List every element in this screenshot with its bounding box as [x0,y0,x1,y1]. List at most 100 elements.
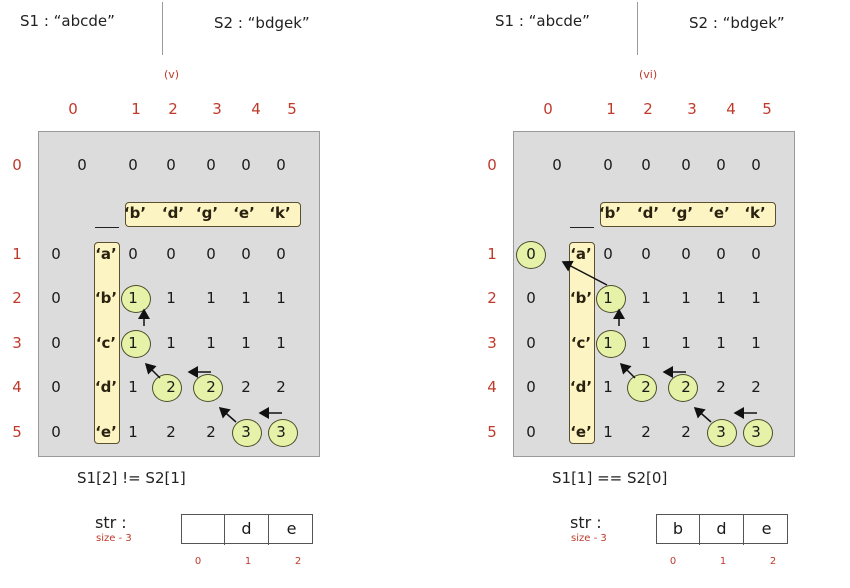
cell-value: 1 [641,289,651,307]
cell-value: 0 [276,245,286,263]
traceback-arrow [693,407,712,423]
cell-value: 0 [51,378,61,396]
row-index: 1 [487,245,497,263]
highlight-circle [596,330,626,358]
cell-value: 2 [241,378,251,396]
cell-value: 1 [128,423,138,441]
cell-value: 1 [241,289,251,307]
cell-value: 0 [51,289,61,307]
str-label: str : [570,513,602,532]
cell-value: 2 [641,378,651,396]
column-index: 1 [606,100,616,118]
s1-char: ‘a’ [570,245,592,263]
str-cell [182,515,225,545]
cell-value: 1 [166,289,176,307]
highlight-circle [193,374,223,402]
dp-matrix [513,131,795,457]
cell-value: 0 [641,245,651,263]
str-index: 1 [719,556,727,567]
cell-value: 2 [681,378,691,396]
s1-char: ‘e’ [95,423,117,441]
cell-value: 1 [751,289,761,307]
cell-value: 0 [526,423,536,441]
cell-value: 0 [51,334,61,352]
s1-char: ‘c’ [95,334,117,352]
cell-value: 2 [206,423,216,441]
cell-value: 1 [128,378,138,396]
traceback-arrow [619,362,636,379]
cell-value: 3 [241,423,251,441]
cell-value: 0 [751,245,761,263]
cell-value: 0 [751,156,761,174]
s2-char: ‘e’ [233,204,255,222]
cell-value: 0 [526,289,536,307]
s2-char: ‘k’ [269,204,291,222]
s2-char-box [600,202,776,227]
highlight-circle [121,285,151,313]
s1-char: ‘e’ [570,423,592,441]
cell-value: 0 [603,245,613,263]
header-divider [637,2,638,55]
cell-value: 0 [526,245,536,263]
column-index: 3 [687,100,697,118]
cell-value: 1 [681,334,691,352]
s1-label: S1 : “abcde” [20,12,115,30]
highlight-circle [668,374,698,402]
str-label: str : [95,513,127,532]
cell-value: 1 [681,289,691,307]
header-divider [162,2,163,55]
highlight-circle [268,419,298,447]
cell-value: 3 [716,423,726,441]
cell-value: 2 [166,423,176,441]
s1-char: ‘b’ [94,289,118,307]
cell-value: 1 [206,289,216,307]
cell-value: 0 [51,245,61,263]
row-index: 0 [12,156,22,174]
traceback-arrow [144,362,161,379]
column-index: 2 [643,100,653,118]
cell-value: 0 [77,156,87,174]
cell-value: 2 [641,423,651,441]
highlight-circle [707,419,737,447]
row-index: 5 [487,423,497,441]
cell-value: 0 [166,245,176,263]
cell-value: 0 [716,245,726,263]
cell-value: 0 [552,156,562,174]
comparison-text: S1[1] == S2[0] [552,469,668,487]
column-index: 1 [131,100,141,118]
cell-value: 0 [241,156,251,174]
cell-value: 0 [641,156,651,174]
highlight-circle [232,419,262,447]
cell-value: 1 [206,334,216,352]
column-index: 4 [251,100,261,118]
cell-value: 1 [603,378,613,396]
highlight-circle [743,419,773,447]
cell-value: 1 [603,334,613,352]
s2-char: ‘g’ [195,204,219,222]
row-index: 2 [487,289,497,307]
row-index: 2 [12,289,22,307]
s1-char: ‘a’ [95,245,117,263]
s1-label: S1 : “abcde” [495,12,590,30]
cell-value: 0 [681,245,691,263]
highlight-circle [516,241,546,269]
cell-value: 0 [51,423,61,441]
cell-value: 0 [603,156,613,174]
s2-label: S2 : “bdgek” [689,14,785,32]
cell-value: 1 [641,334,651,352]
s2-char-box [125,202,301,227]
step-label: (v) [164,68,180,81]
cell-value: 0 [716,156,726,174]
cell-value: 0 [206,156,216,174]
s1-char: ‘b’ [569,289,593,307]
cell-value: 0 [128,245,138,263]
highlight-circle [596,285,626,313]
cell-value: 1 [128,334,138,352]
column-index: 5 [287,100,297,118]
s1-char: ‘d’ [94,378,118,396]
column-index: 3 [212,100,222,118]
row-index: 5 [12,423,22,441]
cell-value: 0 [206,245,216,263]
str-index: 0 [194,556,202,567]
cell-value: 0 [681,156,691,174]
